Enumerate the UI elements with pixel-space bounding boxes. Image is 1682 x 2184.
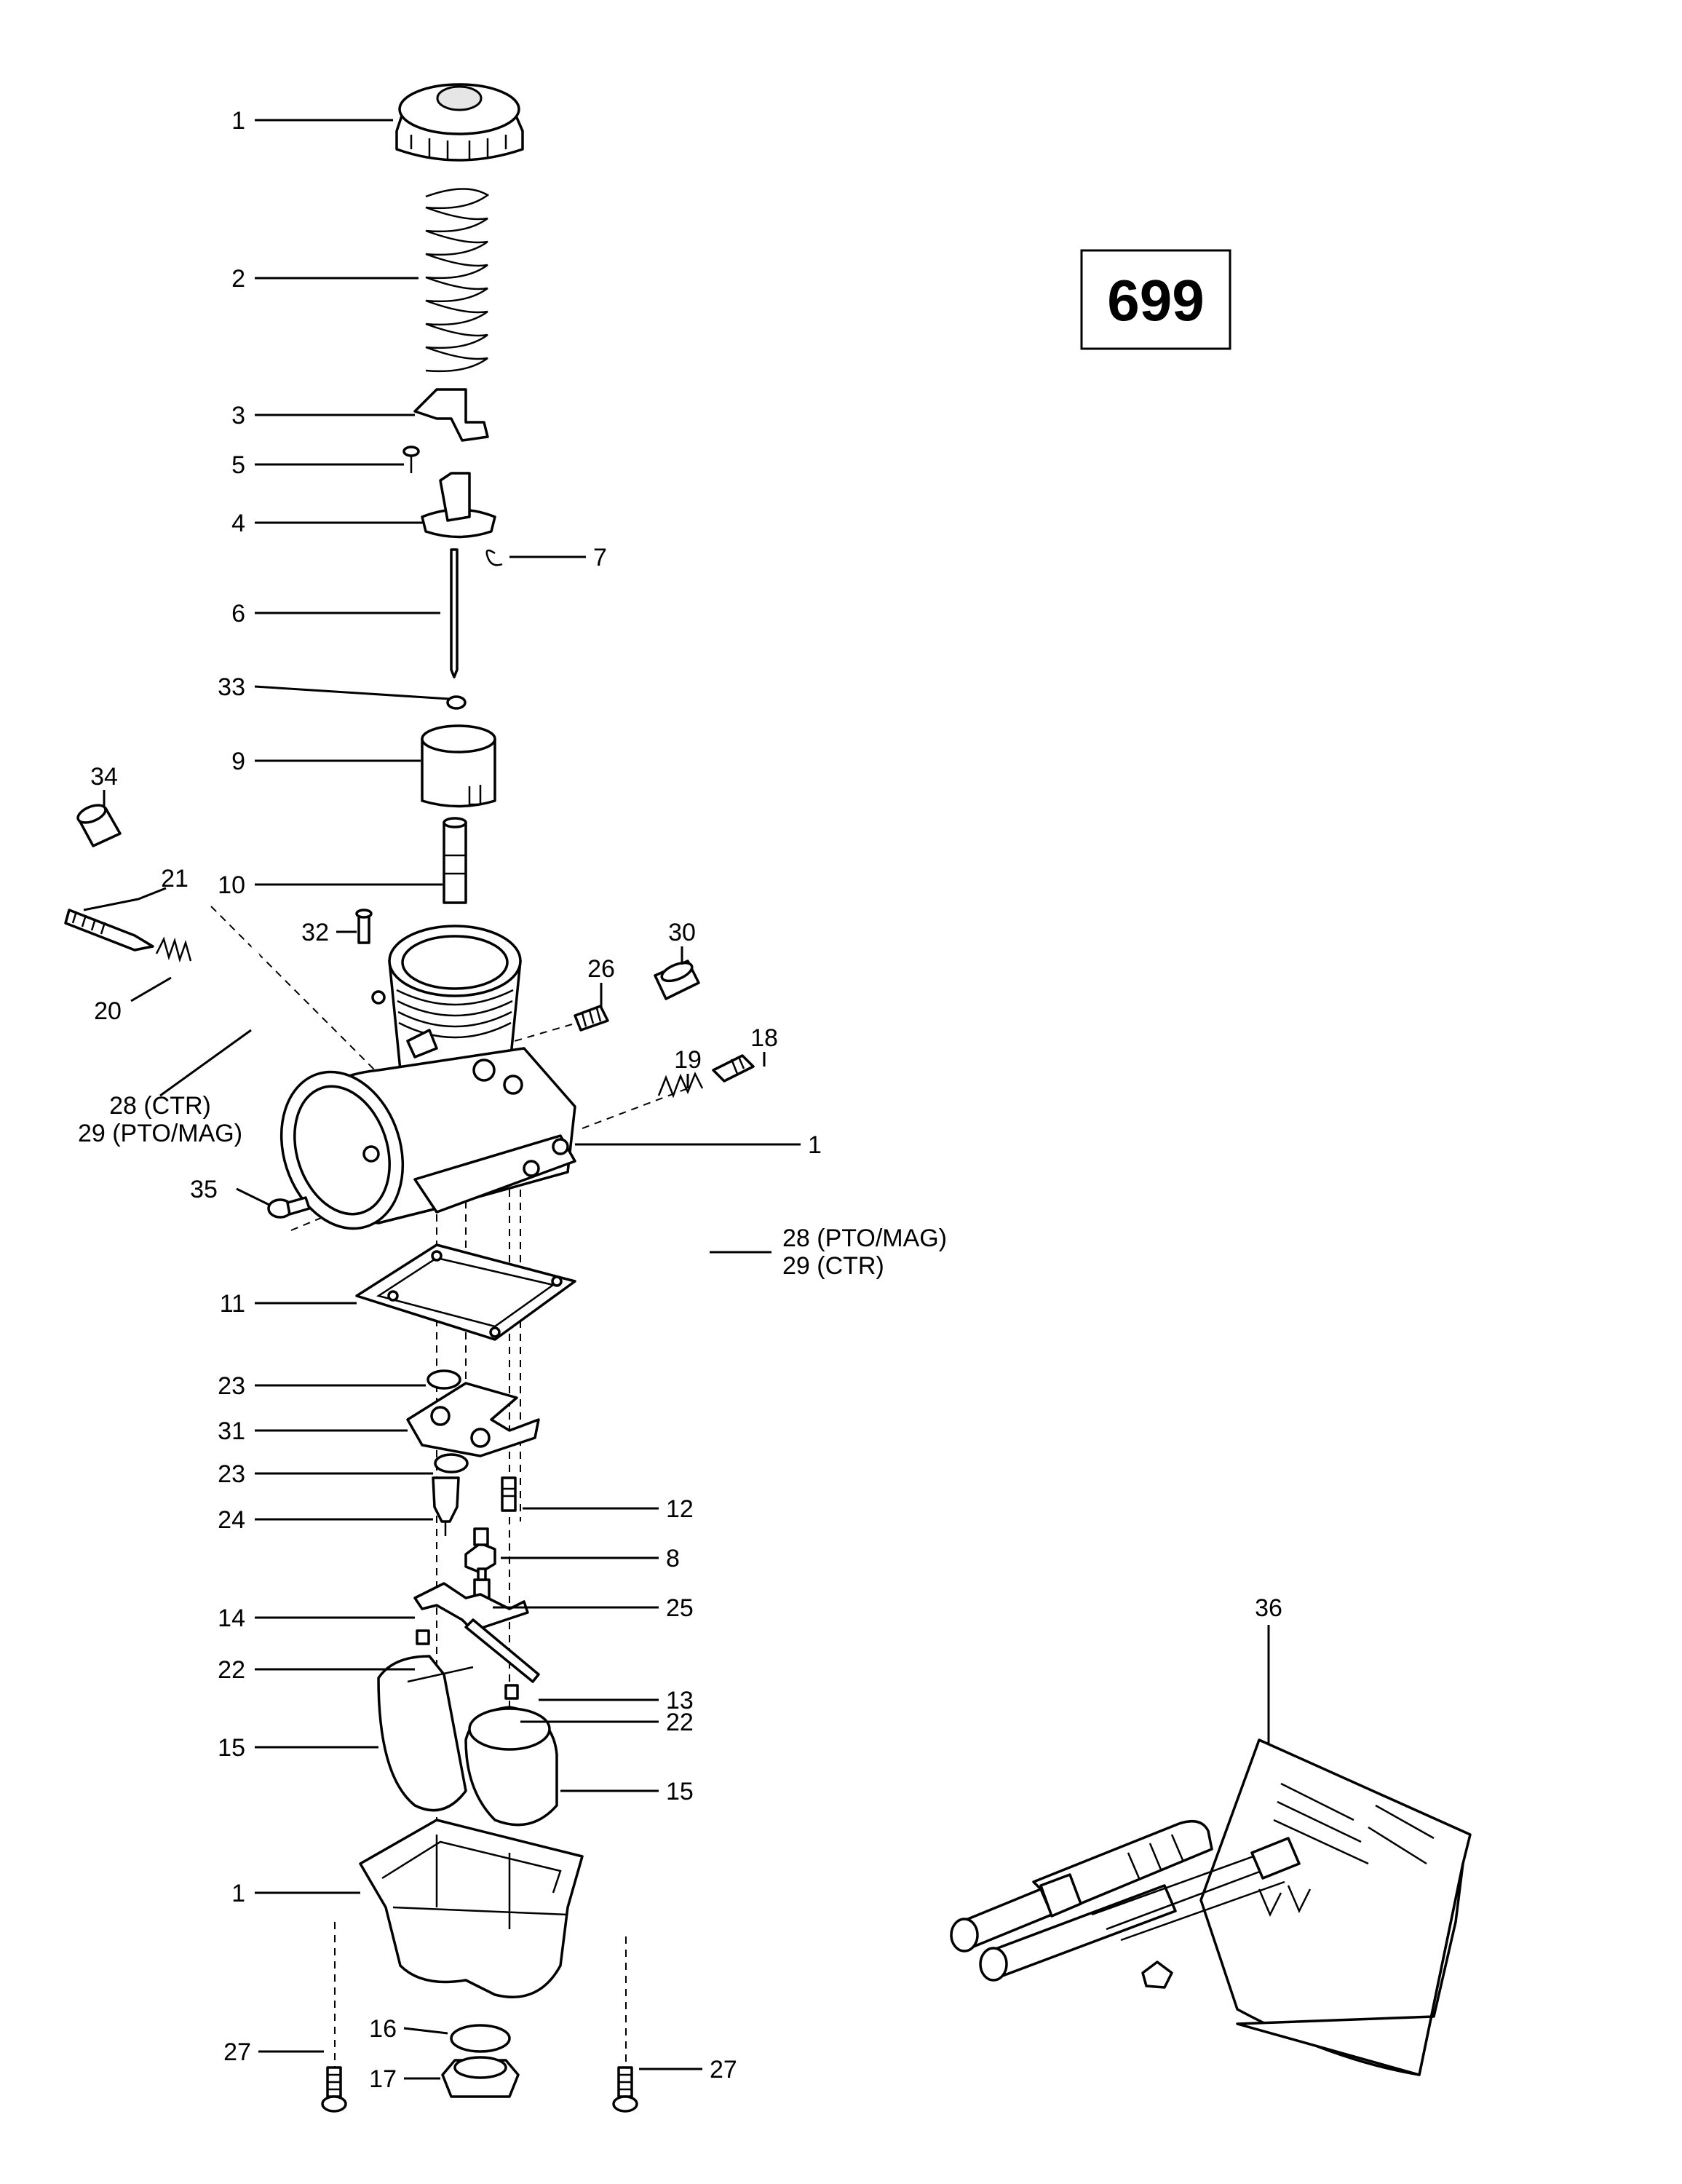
plug-32: [355, 909, 373, 944]
callout-6-needle: 6: [231, 600, 245, 628]
reference-box: 699: [1080, 249, 1231, 350]
leader-lines: [83, 119, 1270, 2080]
callout-3-bracket: 3: [231, 402, 245, 430]
hex-nut-8: [464, 1527, 496, 1574]
callout-8-nut: 8: [666, 1545, 680, 1572]
screw-27-right: [612, 2066, 638, 2113]
callout-labels: 1 2 3 5 4 7 6 33 9 34 21 10 32 30 26 20 …: [78, 107, 1282, 2093]
callout-1-body: 1: [808, 1131, 822, 1159]
callout-23-oring-lower: 23: [218, 1460, 245, 1488]
callout-2-spring: 2: [231, 265, 245, 293]
callout-12-pilot-jet: 12: [666, 1495, 694, 1523]
float-15-left: [377, 1655, 474, 1812]
callout-17-drain-plug: 17: [369, 2065, 397, 2093]
bracket-plate: [413, 388, 489, 442]
callout-27-screw-right: 27: [710, 2056, 737, 2084]
callout-28-ctr: 28 (CTR): [109, 1092, 211, 1120]
callout-28-pto-mag: 28 (PTO/MAG): [782, 1224, 947, 1252]
callout-18-screw: 18: [750, 1024, 778, 1052]
cap-22-left: [416, 1629, 430, 1645]
plate-31: [406, 1382, 540, 1457]
e-clip: [485, 549, 503, 566]
jet-needle: [450, 548, 459, 678]
screw-27-left: [321, 2066, 347, 2113]
callout-29-pto-mag: 29 (PTO/MAG): [78, 1120, 242, 1147]
small-screw-5: [402, 446, 420, 473]
callout-9-valve: 9: [231, 748, 245, 775]
callout-11-gasket: 11: [220, 1290, 245, 1318]
vent-hose-upper: [250, 940, 298, 1051]
needle-valve-24: [432, 1476, 460, 1536]
screw-35: [267, 1196, 311, 1219]
needle-holder-plate: [421, 472, 496, 539]
callout-25-main-jet: 25: [666, 1594, 694, 1622]
air-screw-21: [64, 909, 154, 951]
callout-19-spring: 19: [674, 1046, 702, 1074]
callout-22-cap-left: 22: [218, 1656, 245, 1684]
needle-jet: [443, 817, 467, 904]
float-15-right: [464, 1706, 558, 1827]
float-bowl: [359, 1819, 584, 1998]
callout-21-screw: 21: [161, 865, 189, 893]
pilot-jet-12: [501, 1476, 517, 1512]
callout-15-float-left: 15: [218, 1734, 245, 1762]
o-ring-23-lower: [434, 1453, 469, 1473]
drain-plug-17: [441, 2056, 520, 2098]
callout-7-clip: 7: [593, 544, 607, 571]
rubber-cap-34: [76, 804, 122, 847]
reference-number: 699: [1107, 268, 1204, 333]
callout-10-jet: 10: [218, 871, 245, 899]
throttle-valve: [421, 724, 496, 808]
pilot-spring-19: [657, 1071, 704, 1099]
callout-16-oring: 16: [369, 2015, 397, 2043]
callout-33-washer: 33: [218, 673, 245, 701]
callout-15-float-right: 15: [666, 1778, 694, 1805]
carburetor-body: [279, 925, 576, 1230]
callout-32-plug: 32: [301, 919, 329, 946]
callout-20-spring: 20: [94, 997, 122, 1025]
pilot-screw-18: [712, 1054, 755, 1083]
float-pin-13: [464, 1618, 540, 1683]
callout-1-cap: 1: [231, 107, 245, 135]
callout-1-float-bowl: 1: [231, 1880, 245, 1907]
callout-14-float-arm: 14: [218, 1605, 245, 1632]
cap-22-right: [504, 1684, 519, 1700]
callout-27-screw-left: 27: [223, 2038, 251, 2066]
washer-33: [446, 695, 467, 710]
callout-29-ctr: 29 (CTR): [782, 1252, 884, 1280]
callout-13-pin: 13: [666, 1687, 694, 1714]
float-bowl-gasket: [355, 1243, 576, 1341]
callout-30-cap: 30: [668, 919, 696, 946]
screw-spring-20: [155, 936, 192, 963]
callout-34-cap: 34: [90, 763, 118, 791]
tool-kit-pouch-36: [950, 1738, 1472, 2076]
vent-hose-lower: [605, 1169, 681, 1286]
callout-5-screw: 5: [231, 451, 245, 479]
callout-36-tool-kit: 36: [1255, 1594, 1282, 1622]
callout-24-needle-valve: 24: [218, 1506, 245, 1534]
rubber-cap-30: [654, 960, 700, 1000]
idle-screw-26: [574, 1005, 609, 1032]
o-ring-23-upper: [427, 1369, 461, 1390]
callout-31-plate: 31: [218, 1417, 245, 1445]
o-ring-16: [450, 2024, 511, 2053]
callout-35-screw: 35: [190, 1176, 218, 1203]
callout-4-holder: 4: [231, 510, 245, 537]
mixing-chamber-cap: [395, 83, 524, 162]
callout-26-screw: 26: [587, 955, 615, 983]
callout-23-oring-upper: 23: [218, 1372, 245, 1400]
throttle-spring: [425, 188, 490, 373]
callout-22-cap-right: 22: [666, 1709, 694, 1736]
